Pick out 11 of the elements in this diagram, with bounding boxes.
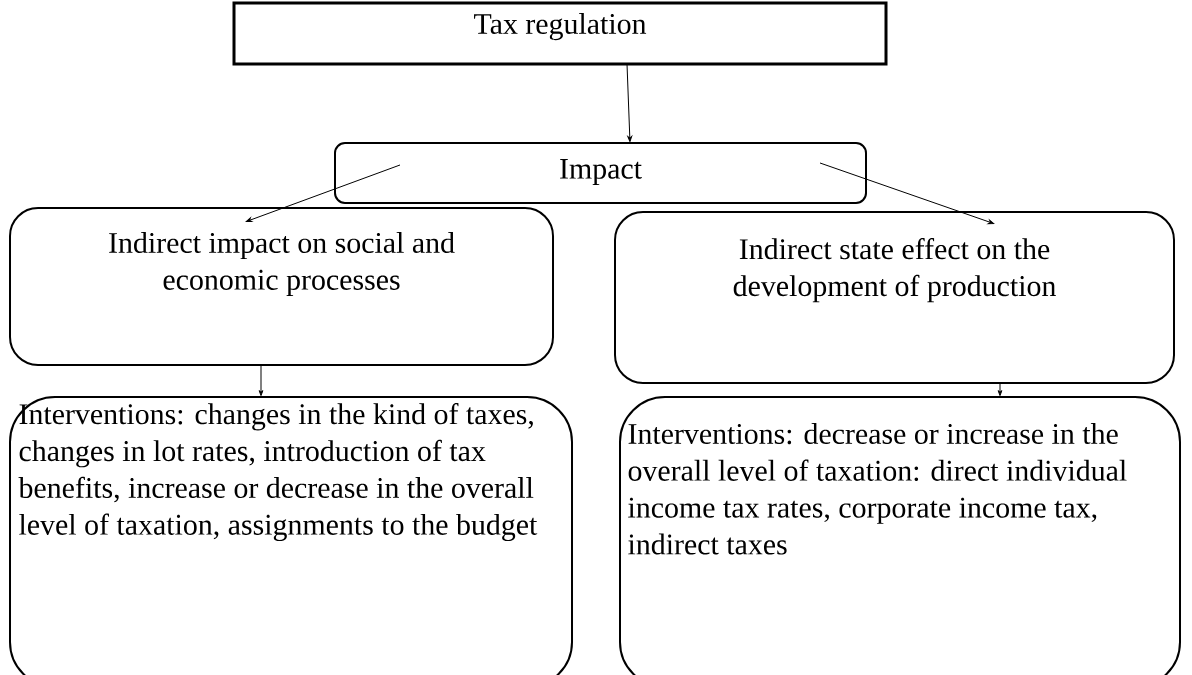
arrow — [819, 162, 995, 225]
process-box: Interventions: decrease or increase in the overall level of taxation: direct individual income tax rates, corporate income tax, indirect taxes — [619, 396, 1181, 675]
title-box: Tax regulation — [232, 1, 888, 66]
arrow — [245, 164, 401, 223]
arrow — [626, 63, 633, 143]
process-box: Indirect impact on social and economic processes — [9, 207, 554, 366]
arrow — [258, 364, 264, 397]
process-box: Indirect state effect on the development of production — [614, 211, 1175, 384]
arrow — [997, 382, 1003, 397]
process-box: Impact — [334, 142, 867, 204]
process-box: Interventions: changes in the kind of taxes, changes in lot rates, introduction of tax benefits, increase or decrease in the overall level of taxation, assignments to the budget — [9, 396, 573, 675]
